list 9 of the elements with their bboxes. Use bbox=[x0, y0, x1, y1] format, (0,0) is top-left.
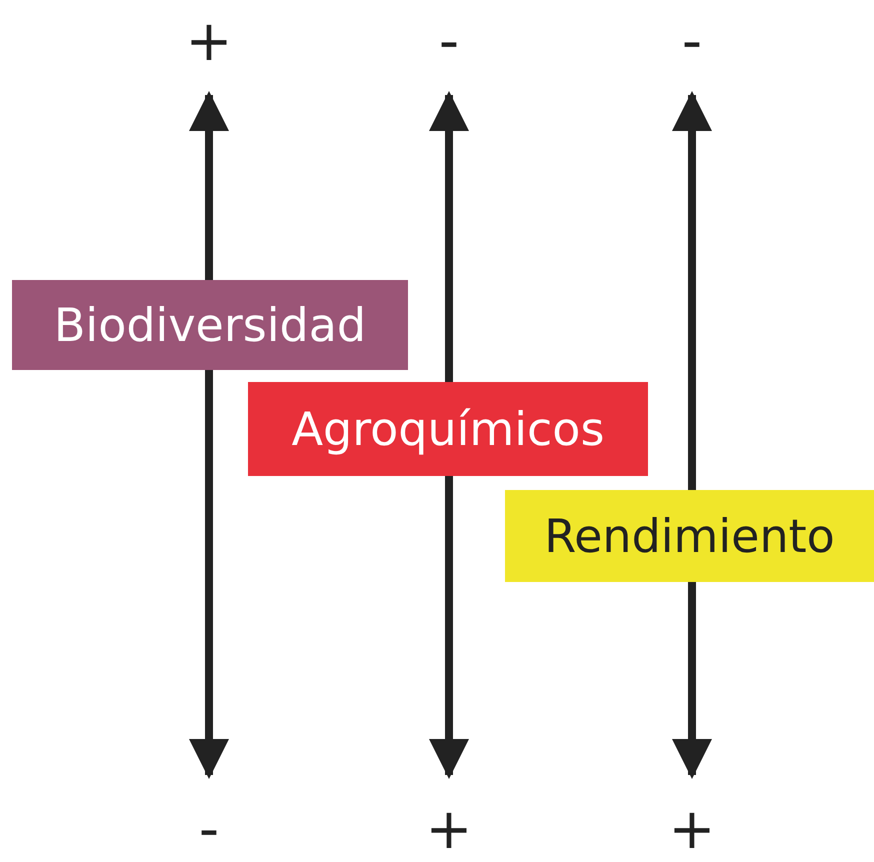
scale-sign: + bbox=[424, 800, 474, 860]
scale-sign: - bbox=[438, 12, 460, 72]
scale-sign: - bbox=[680, 12, 704, 72]
label-box: Agroquímicos bbox=[248, 382, 648, 476]
label-box: Biodiversidad bbox=[12, 280, 408, 370]
scale-sign: + bbox=[184, 12, 234, 72]
scale-sign: - bbox=[198, 800, 220, 860]
scale-sign: + bbox=[668, 800, 716, 860]
label-box: Rendimiento bbox=[505, 490, 874, 582]
